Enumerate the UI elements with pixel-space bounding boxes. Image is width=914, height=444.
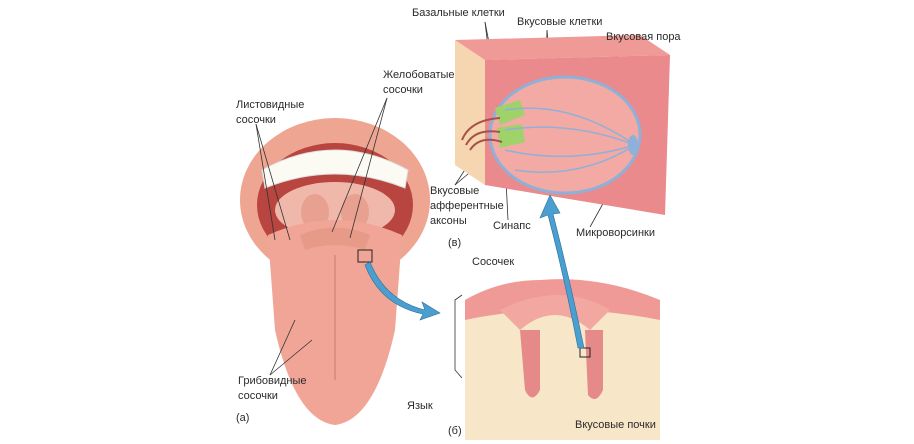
panel-label-c: (в) [448,237,462,249]
label-fungiform: Грибовидные сосочки [238,374,307,404]
label-line: сосочки [383,84,423,96]
label-papilla: Сосочек [472,256,515,268]
label-taste-pore: Вкусовая пора [606,31,681,43]
label-taste-buds: Вкусовые почки [575,419,656,431]
label-taste-cells: Вкусовые клетки [517,16,603,28]
taste-bud-block [455,35,670,215]
papilla [500,295,610,330]
label-line: Листовидные [236,99,305,111]
label-line: Желобоватые [383,69,455,81]
label-synapse: Синапс [493,220,531,232]
label-line: Грибовидные [238,375,307,387]
label-foliate: Листовидные сосочки [236,98,304,128]
label-line: сосочки [238,390,278,402]
label-microvilli: Микроворсинки [576,227,655,239]
label-line: афферентные [430,200,504,212]
upper-teeth [261,149,409,189]
label-afferent-axons: Вкусовые афферентные аксоны [430,184,504,229]
label-basal-cells: Базальные клетки [412,7,505,19]
panel-label-b: (б) [448,425,462,437]
label-line: сосочки [236,114,276,126]
label-circumvallate: Желобоватые сосочки [383,68,455,98]
label-line: Вкусовые [430,185,480,197]
arrow-to-block-c [539,194,585,349]
panel-label-a: (а) [236,412,250,424]
label-line: аксоны [430,215,467,227]
label-tongue: Язык [407,400,433,412]
papilla-block [465,279,660,440]
arrow-to-block-b [364,261,441,321]
